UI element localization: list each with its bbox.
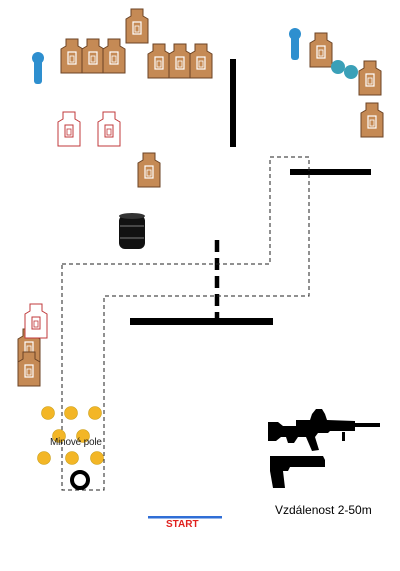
paper-target (137, 152, 161, 188)
barrier-short-right (290, 169, 371, 175)
no-shoot-targets (24, 111, 121, 339)
barrier-long-middle (130, 318, 273, 325)
paper-target (168, 43, 192, 79)
barrier-vertical-top (230, 59, 236, 147)
paper-target (125, 8, 149, 44)
paper-target (189, 43, 213, 79)
popper-target (32, 52, 44, 84)
mine-disc (64, 406, 78, 420)
mine-disc (41, 406, 55, 420)
steel-plates (331, 60, 358, 79)
paper-target (147, 43, 171, 79)
paper-target (358, 60, 382, 96)
paper-target (81, 38, 105, 74)
no-shoot-target (24, 303, 48, 339)
paper-targets (17, 8, 384, 387)
paper-target (102, 38, 126, 74)
paper-target (309, 32, 333, 68)
minefield (37, 406, 104, 465)
start-line (148, 516, 222, 519)
steel-plate (344, 65, 358, 79)
pistol-icon (270, 456, 325, 488)
popper-target (289, 28, 301, 60)
mine-disc (76, 429, 90, 443)
paper-target (60, 38, 84, 74)
shooting-box-outline (61, 156, 310, 491)
mine-disc (52, 429, 66, 443)
mine-disc (37, 451, 51, 465)
mine-disc (88, 406, 102, 420)
mine-disc (65, 451, 79, 465)
paper-target (360, 102, 384, 138)
no-shoot-target (57, 111, 81, 147)
steel-plate (331, 60, 345, 74)
tire-icon (70, 470, 90, 490)
rifle-icon (268, 409, 380, 451)
barriers (130, 59, 371, 325)
distance-label: Vzdálenost 2-50m (275, 503, 372, 517)
no-shoot-target (97, 111, 121, 147)
start-label: START (166, 519, 199, 530)
minefield-label: Minové pole (50, 437, 102, 448)
barrel-icon (119, 213, 145, 249)
mine-disc (90, 451, 104, 465)
